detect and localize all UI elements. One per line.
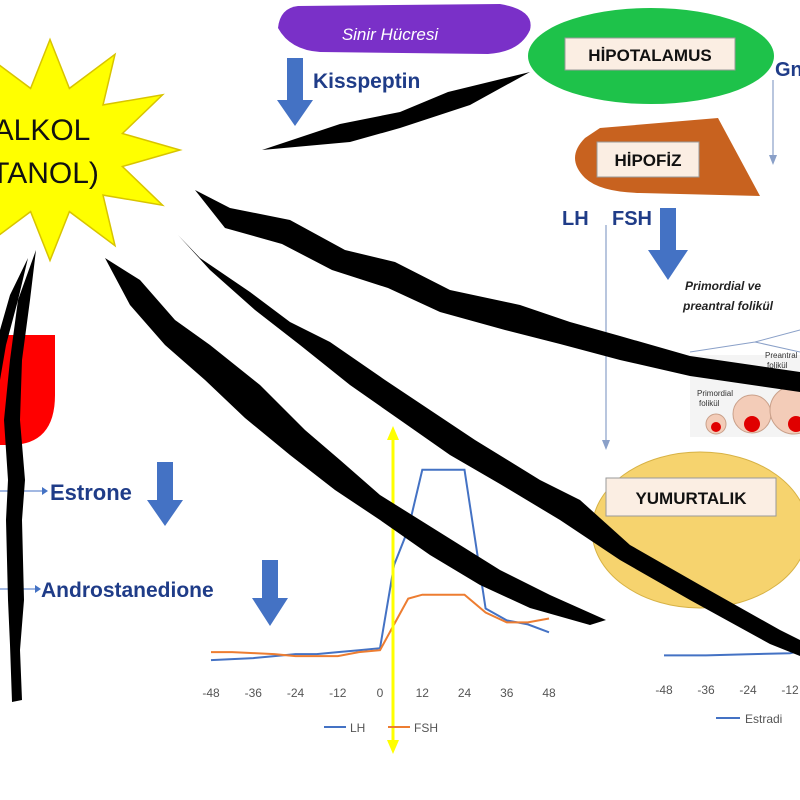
blue-block-arrows xyxy=(147,58,688,626)
x-tick-label: 36 xyxy=(500,686,514,700)
follicle-bracket xyxy=(689,329,800,353)
alcohol-label-line1: ALKOL xyxy=(0,114,90,147)
x-tick-label: -48 xyxy=(655,683,673,697)
alcohol-label-line2: (ETANOL) xyxy=(0,157,99,190)
primordial-label-1: Primordial xyxy=(697,389,733,398)
crack-to-ovary xyxy=(178,235,800,656)
estrone-connector-head xyxy=(42,487,48,495)
x-tick-label: -24 xyxy=(739,683,757,697)
x-tick-label: -36 xyxy=(697,683,715,697)
alcohol-starburst xyxy=(0,37,183,263)
fsh-label: FSH xyxy=(612,208,652,230)
follicle-small-oocyte xyxy=(711,422,721,432)
estradiol-chart: -48 -36 -24 -12 Estradi xyxy=(655,650,800,726)
primordial-label-2: folikül xyxy=(699,399,720,408)
x-tick-label: 48 xyxy=(542,686,556,700)
x-tick-label: 24 xyxy=(458,686,472,700)
preantral-label-1: Preantral xyxy=(765,351,798,360)
lh-thin-arrowhead xyxy=(602,440,610,450)
gnrh-thin-arrowhead xyxy=(769,155,777,165)
ovary-box xyxy=(605,477,777,517)
surge-marker-arrow-down-icon xyxy=(387,740,399,754)
follicle-large-oocyte xyxy=(788,416,800,432)
series-line-fsh xyxy=(211,593,550,658)
surge-marker-arrow-up-icon xyxy=(387,426,399,440)
crack-to-hypothalamus xyxy=(262,72,530,150)
kisspeptin-arrow-icon xyxy=(277,58,313,126)
crack-to-follicles xyxy=(195,190,800,392)
follicle-header-line1: Primordial ve xyxy=(685,279,761,293)
lh-fsh-legend: LH FSH xyxy=(324,721,438,735)
fsh-arrow-icon xyxy=(648,208,688,280)
follicle-medium-oocyte xyxy=(744,416,760,432)
crack-left-long xyxy=(4,250,36,702)
hypothalamus-label: HİPOTALAMUS xyxy=(588,46,711,65)
x-tick-label: -12 xyxy=(329,686,347,700)
alcohol-effect-cracks xyxy=(0,72,800,702)
androstanedione-arrow-icon xyxy=(252,560,288,626)
legend-label-estradiol: Estradi xyxy=(745,712,782,726)
androstanedione-connector-head xyxy=(35,585,41,593)
kisspeptin-label: Kisspeptin xyxy=(313,70,420,93)
preantral-label-2: folikül xyxy=(767,361,788,370)
series-line-estradiol xyxy=(664,650,800,657)
lh-fsh-chart: -48 -36 -24 -12 0 12 24 36 48 LH FSH xyxy=(202,426,556,754)
nerve-cell-label: Sinir Hücresi xyxy=(342,25,440,44)
x-tick-label: -12 xyxy=(781,683,799,697)
estrone-arrow-icon xyxy=(147,462,183,526)
hypothalamus-box xyxy=(564,37,736,71)
x-tick-label: -36 xyxy=(245,686,263,700)
pituitary-box xyxy=(596,141,700,178)
nerve-cell-shape xyxy=(278,4,531,54)
x-tick-label: 0 xyxy=(377,686,384,700)
estrone-label: Estrone xyxy=(50,480,132,505)
x-tick-label: 12 xyxy=(416,686,430,700)
gnrh-label: Gn xyxy=(775,59,800,81)
androstanedione-label: Androstanedione xyxy=(41,579,214,602)
legend-label-lh: LH xyxy=(350,721,365,735)
legend-label-fsh: FSH xyxy=(414,721,438,735)
x-tick-label: -48 xyxy=(202,686,220,700)
series-line-lh xyxy=(210,468,550,662)
lh-label: LH xyxy=(562,208,589,230)
ovary-label: YUMURTALIK xyxy=(635,489,747,508)
x-tick-label: -24 xyxy=(287,686,305,700)
follicle-header-line2: preantral folikül xyxy=(682,299,774,313)
pituitary-label: HİPOFİZ xyxy=(614,151,681,170)
crack-left-short xyxy=(0,258,28,380)
